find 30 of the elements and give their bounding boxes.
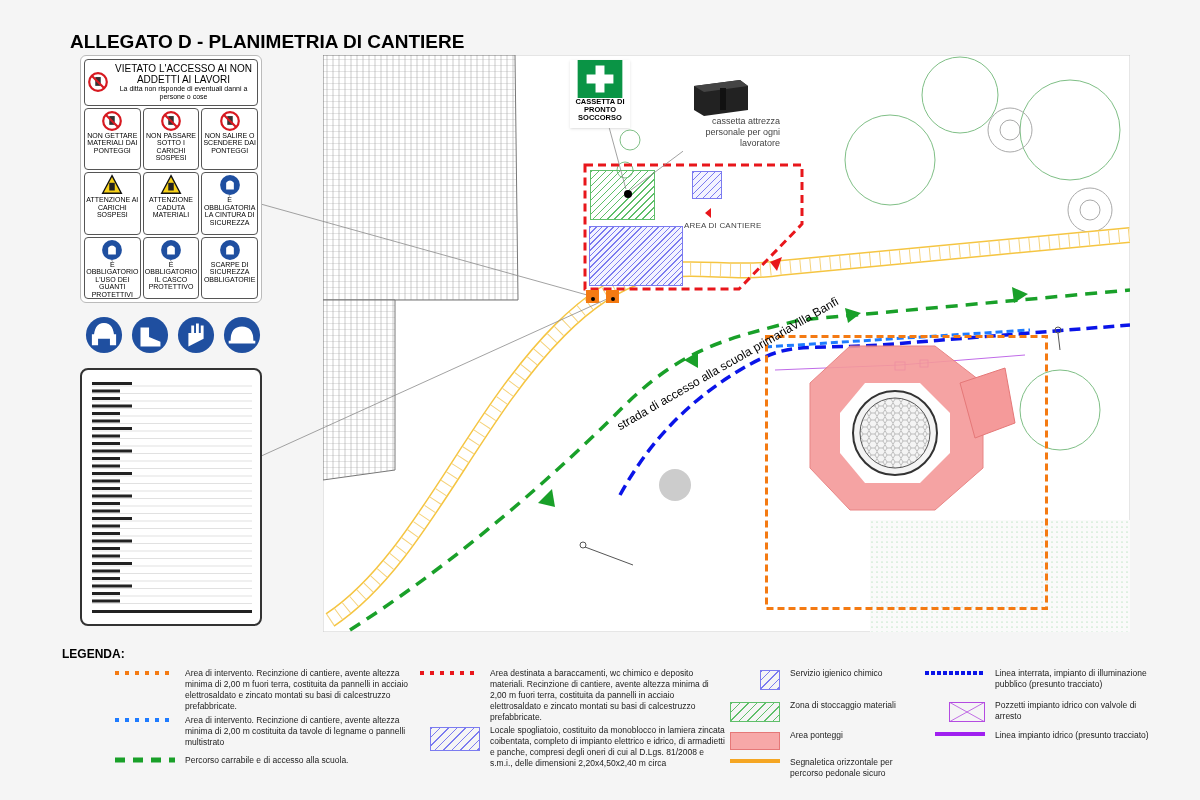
signboard-post [606, 290, 619, 303]
legend-title: LEGENDA: [62, 646, 125, 663]
legend-text: Area destinata a baraccamenti, wc chimico e deposito materiali. Recinzione di cantiere, avente altezza minima di 2,00 m fuori terra, costituita da pannelli in acciaio elettrosaldato e zincato montati su basi di calcestruzzo prefabbricate. [490, 668, 710, 723]
legend-text: Servizio igienico chimico [790, 668, 884, 679]
changing-room [589, 226, 683, 286]
area-label: AREA DI CANTIERE [684, 220, 762, 232]
safety-signs-panel [80, 55, 262, 303]
leader-line [261, 299, 607, 457]
storage-zone [590, 170, 655, 220]
legend-text: Percorso carrabile e di accesso alla scuola. [185, 755, 350, 766]
legend-text: Segnaletica orizzontale per percorso pedonale sicuro [790, 757, 894, 779]
leader-line [261, 203, 587, 296]
site-area-fence [584, 164, 804, 291]
legend-text: Pozzetti impianto idrico con valvole di arresto [995, 700, 1138, 722]
sign-heading: VIETATO L'ACCESSO AI NON ADDETTI AI LAVORI [114, 63, 253, 86]
leader-line [630, 150, 684, 191]
diagram-title: ALLEGATO D - PLANIMETRIA DI CANTIERE [70, 30, 465, 54]
site-board-drawing [80, 368, 262, 626]
legend-text: Area di intervento. Recinzione di cantiere, avente altezza minima di 2,00 m costituita da tavole di legname o pannelli multistrato [185, 715, 407, 748]
leader-line [608, 127, 627, 190]
legend-text: Linea impianto idrico (presunto tracciato) [995, 730, 1150, 741]
legend-text: Linea interrata, impianto di illuminazione pubblico (presunto tracciato) [995, 668, 1148, 690]
legend-text: Area ponteggi [790, 730, 844, 741]
signboard-post [586, 290, 599, 303]
callout-text: cassetta attrezza personale per ogni lavoratore [704, 116, 780, 149]
chemical-toilet [692, 171, 722, 199]
legend-text: Locale spogliatoio, costituito da monoblocco in lamiera zincata coibentata, completo di impianto elettrico e idrico, di armadietti e panche, compresi degli oneri di cui al D.Lgs. 81/2008 e s.m.i., delle dimensioni 2,20x4,50x2,40 m circa [490, 725, 725, 769]
first-aid-sign [570, 60, 630, 128]
legend-text: Area di intervento. Recinzione di cantiere, avente altezza minima di 2,00 m fuori terra, costituita da pannelli in acciaio elettrosaldato e zincato montati su basi di calcestruzzo prefabbricate. [185, 668, 409, 712]
legend-text: Zona di stoccaggio materiali [790, 700, 897, 711]
